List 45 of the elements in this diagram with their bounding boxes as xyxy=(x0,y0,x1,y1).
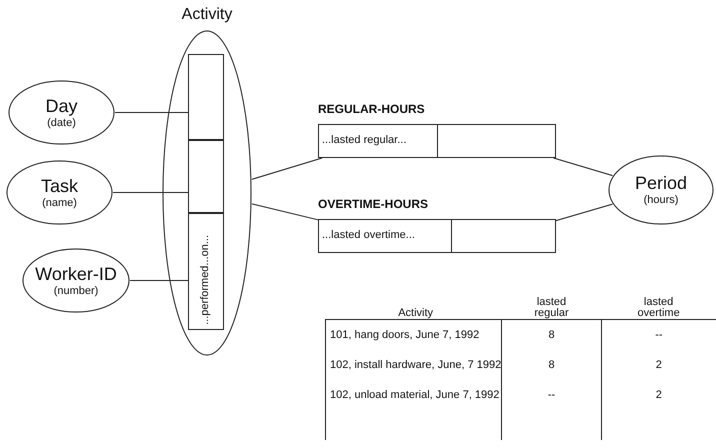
column-header: lasted overtime xyxy=(636,297,681,319)
role-box xyxy=(437,124,556,158)
role-box xyxy=(188,54,224,140)
connector-line xyxy=(553,158,614,176)
entity-name: Period xyxy=(634,173,688,194)
role-text: ...performed...on... xyxy=(199,235,211,325)
hours-value: 2 xyxy=(656,389,662,401)
role-box xyxy=(318,219,452,253)
fact-type-name: OVERTIME-HOURS xyxy=(318,197,428,211)
entity-name: Task xyxy=(40,176,78,196)
connector-line xyxy=(251,203,318,220)
activity-entry: 102, install hardware, June, 7 1992 xyxy=(329,359,502,371)
entity-ellipse xyxy=(6,160,113,225)
column-header: lasted regular xyxy=(533,297,570,319)
reference-mode: (name) xyxy=(42,196,77,208)
connector-line xyxy=(112,192,188,193)
entity-ellipse xyxy=(608,155,714,225)
entity-name: Day xyxy=(45,96,78,116)
activity-entry: 101, hang doors, June 7, 1992 xyxy=(329,329,480,341)
entity-name: Worker-ID xyxy=(35,264,117,284)
role-box xyxy=(188,140,224,213)
role-text: ...lasted regular... xyxy=(322,134,406,146)
reference-mode: (date) xyxy=(47,116,76,128)
connector-line xyxy=(251,158,323,180)
reference-mode: (number) xyxy=(54,284,98,296)
entity-ellipse xyxy=(162,6,252,356)
hours-value: 8 xyxy=(548,359,555,371)
entity-ellipse xyxy=(22,248,130,313)
connector-line xyxy=(114,112,188,113)
activity-entry: 102, unload material, June 7, 1992 xyxy=(329,389,500,401)
role-box xyxy=(188,213,224,330)
connector-line xyxy=(130,280,188,281)
reference-mode: (hours) xyxy=(644,194,678,206)
role-box xyxy=(318,124,438,158)
hours-value: 2 xyxy=(656,359,662,371)
entity-ellipse xyxy=(8,80,115,145)
role-text: ...lasted overtime... xyxy=(322,229,415,241)
hours-value: -- xyxy=(655,329,663,341)
entity-name: Activity xyxy=(180,6,234,24)
role-box xyxy=(451,219,556,253)
column-header: Activity xyxy=(397,307,434,319)
hours-value: 8 xyxy=(548,329,555,341)
hours-value: -- xyxy=(548,389,556,401)
fact-type-name: REGULAR-HOURS xyxy=(318,102,425,116)
connector-line xyxy=(556,204,614,222)
